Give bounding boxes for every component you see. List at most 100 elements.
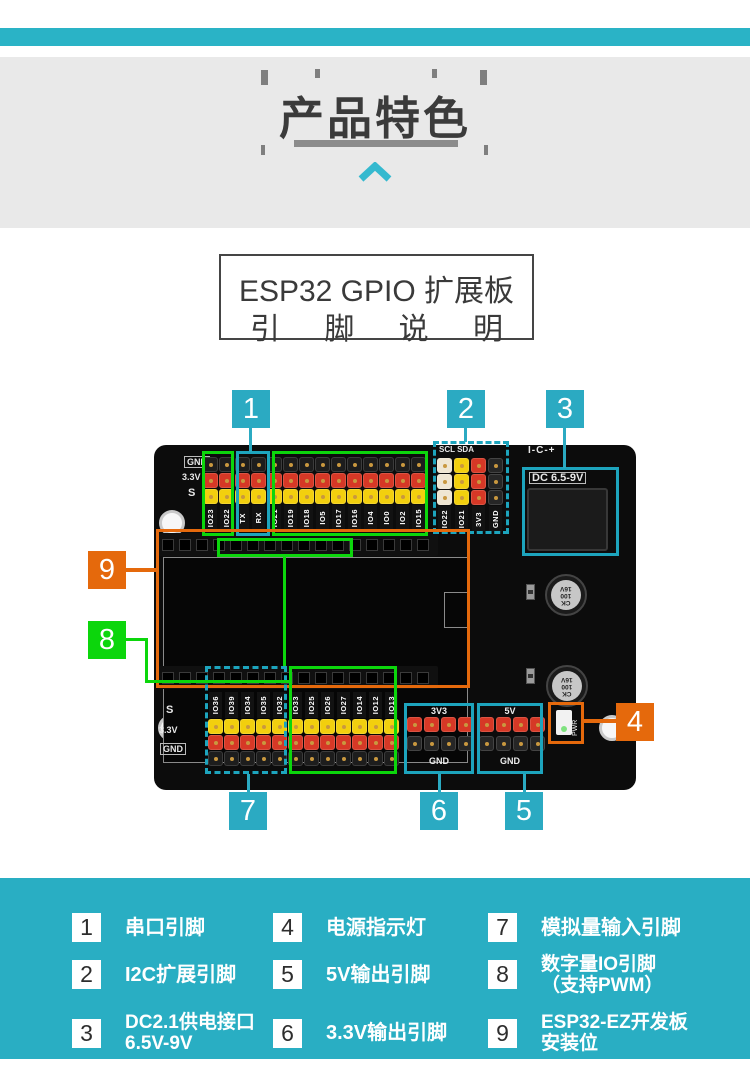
callout-5: 5 bbox=[505, 792, 543, 830]
pin-label: IO12 bbox=[369, 692, 382, 718]
legend-text-line: 5V输出引脚 bbox=[326, 963, 431, 986]
pin-cell bbox=[411, 489, 426, 504]
pin-cell bbox=[240, 751, 255, 766]
pin-column: IO5 bbox=[315, 457, 330, 531]
pin-cell bbox=[320, 751, 335, 766]
header-slot bbox=[298, 671, 310, 684]
callout-line-2 bbox=[464, 428, 467, 442]
pin-cell bbox=[488, 474, 503, 489]
pin-cell bbox=[240, 735, 255, 750]
pin-column: IO26 bbox=[320, 692, 335, 766]
pin-note-box: ESP32 GPIO 扩展板 引 脚 说 明 bbox=[219, 254, 534, 346]
pin-cell bbox=[251, 473, 266, 488]
callout-1: 1 bbox=[232, 390, 270, 428]
pin-cell bbox=[240, 719, 255, 734]
pin-cell bbox=[347, 457, 362, 472]
annotation-esp32-area bbox=[156, 529, 470, 688]
pin-cell bbox=[203, 489, 218, 504]
pin-label: IO17 bbox=[332, 505, 345, 531]
scl-sda-label: SCL SDA bbox=[439, 445, 474, 454]
pin-column: IO36 bbox=[208, 692, 223, 766]
pin-cell bbox=[320, 719, 335, 734]
pin-column: IO17 bbox=[331, 457, 346, 531]
callout-7: 7 bbox=[229, 792, 267, 830]
legend-text-line: 数字量IO引脚 bbox=[541, 953, 657, 975]
pin-cell bbox=[363, 457, 378, 472]
pin-column: IO32 bbox=[272, 692, 287, 766]
legend-text: 串口引脚 bbox=[125, 917, 205, 939]
legend-text-line: 模拟量输入引脚 bbox=[541, 916, 681, 939]
pin-cell bbox=[304, 719, 319, 734]
legend-number: 5 bbox=[273, 960, 302, 989]
pin-cell bbox=[368, 735, 383, 750]
smd-resistor bbox=[526, 668, 535, 684]
legend-text-line: 安装位 bbox=[541, 1033, 599, 1054]
pin-column: IO2 bbox=[395, 457, 410, 531]
legend-number: 9 bbox=[488, 1018, 517, 1048]
pin-label: IO22 bbox=[220, 505, 233, 531]
bottom-left-label-s: S bbox=[166, 704, 174, 716]
pin-cell bbox=[471, 458, 486, 473]
pin-cell bbox=[224, 751, 239, 766]
legend-number: 2 bbox=[72, 960, 101, 989]
pin-cell bbox=[496, 736, 511, 751]
pin-cell bbox=[320, 735, 335, 750]
pin-cell bbox=[395, 473, 410, 488]
legend-number: 1 bbox=[72, 913, 101, 942]
pin-label: IO27 bbox=[337, 692, 350, 718]
pin-label: GND bbox=[489, 506, 502, 532]
callout-line-8c bbox=[145, 680, 291, 683]
pin-cell bbox=[454, 490, 469, 505]
legend-text-line: 6.5V-9V bbox=[125, 1033, 193, 1054]
pin-cell bbox=[336, 719, 351, 734]
legend-item: 1 串口引脚 bbox=[72, 904, 273, 951]
annotation-txrx bbox=[236, 451, 270, 536]
legend-text-line: 串口引脚 bbox=[125, 916, 205, 939]
pin-cell bbox=[272, 751, 287, 766]
pin-cell bbox=[272, 719, 287, 734]
pin-column: RX bbox=[251, 457, 266, 531]
note-line-2: 引 脚 说 明 bbox=[249, 313, 503, 346]
pin-cell bbox=[458, 717, 473, 732]
pin-column: IO23 bbox=[203, 457, 218, 531]
legend-number: 8 bbox=[488, 960, 517, 989]
pin-column: IO22 bbox=[437, 458, 452, 532]
header-slot bbox=[162, 538, 174, 551]
pin-cell bbox=[513, 736, 528, 751]
pin-column: IO15 bbox=[411, 457, 426, 531]
legend-text-line: ESP32-EZ开发板 bbox=[541, 1012, 688, 1033]
pin-column: IO39 bbox=[224, 692, 239, 766]
pin-label: IO32 bbox=[273, 692, 286, 718]
pin-cell bbox=[203, 457, 218, 472]
corner-mark bbox=[261, 145, 265, 155]
pin-cell bbox=[352, 719, 367, 734]
smd-resistor bbox=[526, 584, 535, 600]
pin-cell bbox=[411, 473, 426, 488]
pin-cell bbox=[479, 736, 494, 751]
callout-line-9 bbox=[126, 568, 157, 572]
pin-cell bbox=[479, 717, 494, 732]
annotation-analog-in bbox=[205, 666, 287, 774]
header-slot bbox=[417, 671, 429, 684]
pin-cell bbox=[488, 458, 503, 473]
pin-cell bbox=[441, 717, 456, 732]
pin-cell bbox=[347, 489, 362, 504]
annotation-3v3-out bbox=[404, 703, 474, 774]
legend-text: ESP32-EZ开发板安装位 bbox=[541, 1012, 688, 1054]
pin-label: IO34 bbox=[241, 692, 254, 718]
feature-header: 产品特色 bbox=[0, 57, 750, 228]
header-slot bbox=[179, 538, 191, 551]
callout-6: 6 bbox=[420, 792, 458, 830]
bottom-left-label-gnd: GND bbox=[160, 743, 186, 755]
pin-cell bbox=[283, 489, 298, 504]
pin-cell bbox=[379, 473, 394, 488]
pin-cell bbox=[454, 474, 469, 489]
pin-label: IO21 bbox=[455, 506, 468, 532]
pin-column: IO16 bbox=[347, 457, 362, 531]
pin-cell bbox=[208, 735, 223, 750]
